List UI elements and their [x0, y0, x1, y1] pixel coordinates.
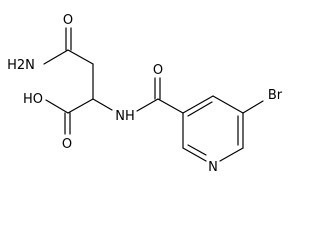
atom-label-acid-oxygen: O: [62, 137, 72, 152]
atom-label-amide-oxygen: O: [63, 13, 73, 28]
bond-ring-c3-c4: [182, 95, 214, 114]
bond-acid-c-oh: [45, 99, 69, 114]
bond-ring-n-c2-inner: [187, 144, 207, 156]
atom-label-pyridine-nitrogen: N: [208, 160, 218, 175]
bond-carbonyl-c-ring: [157, 98, 184, 114]
bond-nh-carbonyl-c: [136, 98, 159, 112]
bond-ring-c3-c4-inner: [187, 101, 213, 117]
chemical-structure-diagram: O H2N HO O NH O Br N: [7, 13, 283, 175]
bond-ch-nh: [92, 98, 113, 111]
atom-label-bromine: Br: [268, 88, 283, 103]
atom-label-layer: O H2N HO O NH O Br N: [7, 13, 283, 175]
bond-ch-acid-c: [67, 98, 94, 114]
bond-ring-c6-n: [219, 147, 244, 162]
bond-amide-c-n: [43, 49, 69, 65]
bond-layer: [43, 27, 264, 162]
bond-amide-c-ch2: [67, 49, 94, 65]
bond-ring-c4-c5: [212, 95, 244, 114]
atom-label-amide-nh: NH: [115, 109, 135, 124]
atom-label-acid-hydroxyl: HO: [23, 92, 43, 107]
atom-label-carbonyl-oxygen: O: [153, 63, 163, 78]
bond-ring-n-c2: [182, 147, 207, 162]
bond-ring-br: [242, 100, 264, 114]
atom-label-amine-nh2: H2N: [7, 58, 35, 73]
